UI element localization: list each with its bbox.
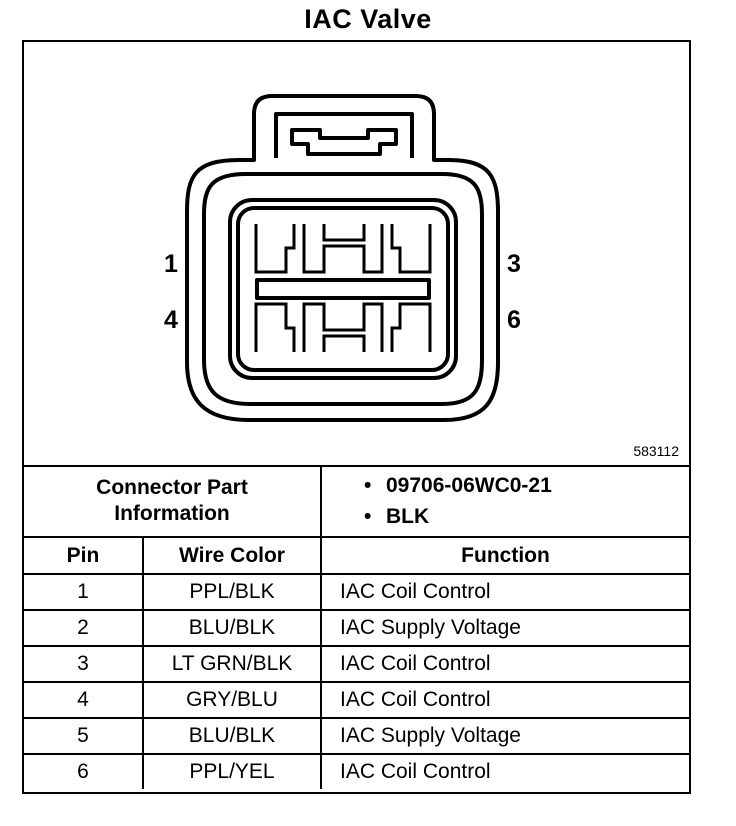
diagram-frame: 1 3 4 6 583112 Connector Part Informatio… xyxy=(22,40,691,794)
terminal-cavity-inner xyxy=(236,206,450,372)
header-pin: Pin xyxy=(24,536,144,575)
diagram-title: IAC Valve xyxy=(304,4,432,34)
part-number: 09706-06WC0-21 xyxy=(386,473,552,497)
wire-color-cell: PPL/YEL xyxy=(142,753,322,789)
figure-number: 583112 xyxy=(633,443,679,459)
table-row: 2 BLU/BLK IAC Supply Voltage xyxy=(24,609,689,647)
connector-info-row: Connector Part Information • 09706-06WC0-… xyxy=(24,465,689,538)
connector-info-values: • 09706-06WC0-21 • BLK xyxy=(320,465,689,538)
function-cell: IAC Coil Control xyxy=(320,645,689,683)
latch-lock xyxy=(290,128,398,156)
terminal-4 xyxy=(254,302,296,352)
connector-info-label: Connector Part Information xyxy=(24,465,322,538)
table-row: 4 GRY/BLU IAC Coil Control xyxy=(24,681,689,719)
function-cell: IAC Coil Control xyxy=(320,753,689,789)
function-cell: IAC Coil Control xyxy=(320,573,689,611)
pin-cell: 2 xyxy=(24,609,144,647)
connector-color-line: • BLK xyxy=(364,501,689,532)
connector-color: BLK xyxy=(386,504,430,528)
bullet: • xyxy=(364,473,372,497)
wire-color-cell: BLU/BLK xyxy=(142,717,322,755)
terminal-2 xyxy=(302,224,384,274)
pin-cell: 5 xyxy=(24,717,144,755)
pin-label-1: 1 xyxy=(164,250,178,278)
pin-label-3: 3 xyxy=(507,250,521,278)
header-wire-color: Wire Color xyxy=(142,536,322,575)
connector-info-label-line2: Information xyxy=(114,501,230,525)
table-row: 3 LT GRN/BLK IAC Coil Control xyxy=(24,645,689,683)
pinout-table: Connector Part Information • 09706-06WC0-… xyxy=(24,465,689,789)
connector-inner-outline xyxy=(202,172,484,406)
wire-color-cell: LT GRN/BLK xyxy=(142,645,322,683)
connector-housing-outline xyxy=(185,94,500,422)
pin-cell: 6 xyxy=(24,753,144,789)
wire-color-cell: GRY/BLU xyxy=(142,681,322,719)
table-row: 6 PPL/YEL IAC Coil Control xyxy=(24,753,689,789)
connector-diagram: 1 3 4 6 583112 xyxy=(24,42,689,467)
pin-label-4: 4 xyxy=(164,306,178,334)
table-header-row: Pin Wire Color Function xyxy=(24,536,689,575)
bullet: • xyxy=(364,504,372,528)
connector-info-label-line1: Connector Part xyxy=(96,475,248,499)
terminal-5 xyxy=(302,302,384,352)
wire-color-cell: PPL/BLK xyxy=(142,573,322,611)
table-row: 1 PPL/BLK IAC Coil Control xyxy=(24,573,689,611)
latch-tab xyxy=(274,112,414,158)
pin-cell: 1 xyxy=(24,573,144,611)
table-row: 5 BLU/BLK IAC Supply Voltage xyxy=(24,717,689,755)
wire-color-cell: BLU/BLK xyxy=(142,609,322,647)
header-function: Function xyxy=(320,536,689,575)
terminal-6 xyxy=(390,302,432,352)
function-cell: IAC Supply Voltage xyxy=(320,609,689,647)
function-cell: IAC Supply Voltage xyxy=(320,717,689,755)
part-number-line: • 09706-06WC0-21 xyxy=(364,470,689,501)
pin-cell: 3 xyxy=(24,645,144,683)
connector-drawing xyxy=(185,94,500,422)
terminal-cavity xyxy=(228,198,458,380)
terminal-1 xyxy=(254,224,296,274)
function-cell: IAC Coil Control xyxy=(320,681,689,719)
pin-label-6: 6 xyxy=(507,306,521,334)
center-divider xyxy=(255,278,431,300)
terminal-3 xyxy=(390,224,432,274)
pin-cell: 4 xyxy=(24,681,144,719)
